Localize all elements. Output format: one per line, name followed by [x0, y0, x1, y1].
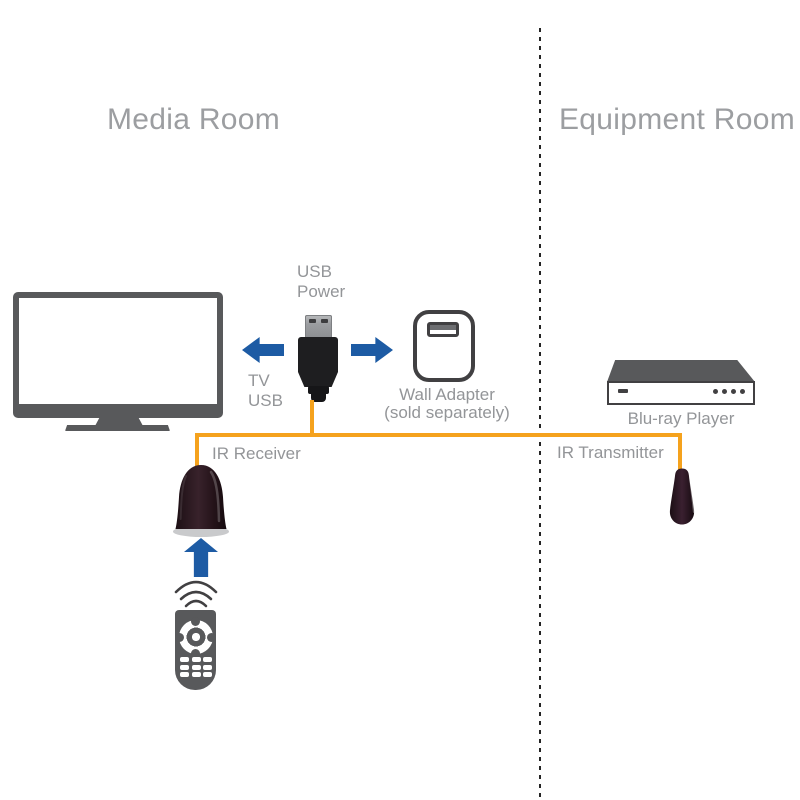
arrow-up-icon: [184, 538, 218, 577]
bluray-player-front: [607, 381, 755, 405]
bluray-display-icon: [618, 389, 628, 393]
tv-icon: [13, 292, 223, 418]
bluray-player-icon: [607, 360, 755, 382]
dpad-notch: [191, 648, 200, 658]
arrow-right-icon: [351, 337, 393, 363]
usb-contact-slot: [309, 319, 316, 323]
remote-dpad-icon: [178, 620, 213, 654]
ir-waves-icon: [174, 580, 218, 608]
wall-adapter-note: (sold separately): [384, 403, 510, 422]
dpad-notch: [175, 632, 184, 642]
tv-stand-base: [65, 425, 170, 431]
usb-port-icon: [427, 322, 459, 337]
usb-power-label: USB Power: [297, 262, 346, 301]
wall-adapter-icon: [413, 310, 475, 382]
dpad-notch: [191, 616, 200, 626]
ir-receiver-label: IR Receiver: [212, 444, 301, 463]
tv-stand-neck: [95, 417, 143, 426]
bluray-buttons-icon: [713, 389, 745, 394]
equipment-room-title: Equipment Room: [559, 103, 795, 136]
usb-strain-relief: [311, 393, 326, 402]
ir-transmitter-icon: [669, 468, 695, 525]
remote-buttons-icon: [180, 657, 212, 677]
wire-to-ir-receiver: [195, 436, 199, 467]
wall-adapter-label: Wall Adapter: [399, 385, 495, 404]
ir-transmitter-label: IR Transmitter: [557, 443, 664, 462]
usb-strain-relief: [308, 386, 329, 394]
arrow-left-icon: [242, 337, 284, 363]
remote-icon: [175, 610, 216, 690]
usb-plug-icon: [305, 315, 332, 338]
ir-receiver-icon: [173, 465, 229, 537]
wire-horizontal: [195, 433, 682, 437]
dpad-notch: [207, 632, 216, 642]
wire-to-ir-transmitter: [678, 436, 682, 470]
room-divider-dashed-line: [539, 28, 541, 800]
tv-usb-label: TV USB: [248, 371, 283, 410]
usb-plug-body: [298, 337, 338, 387]
bluray-player-label: Blu-ray Player: [627, 409, 735, 428]
usb-contact-slot: [321, 319, 328, 323]
media-room-title: Media Room: [107, 103, 281, 136]
wire-usb-drop: [310, 400, 314, 436]
